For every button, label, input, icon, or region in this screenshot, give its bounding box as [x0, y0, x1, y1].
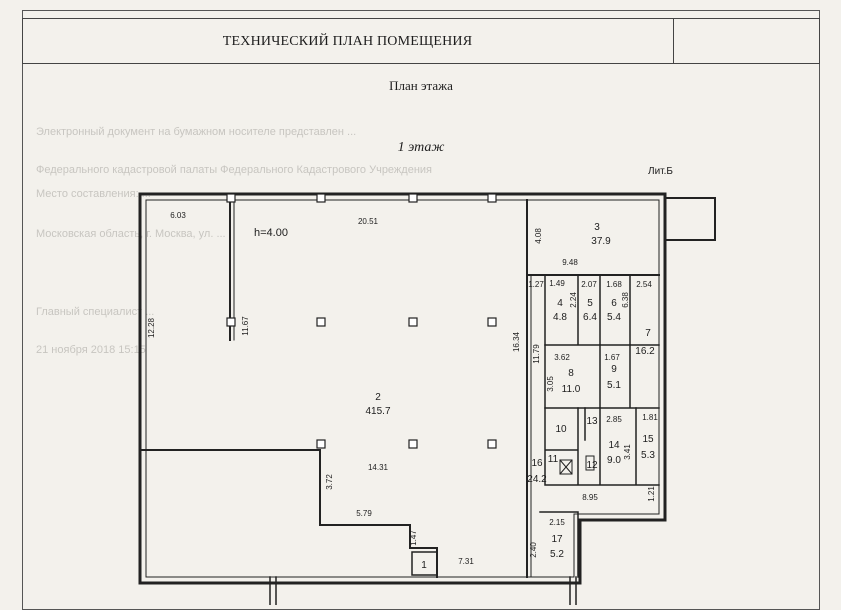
dimension-label: 2.15	[549, 518, 565, 527]
cell-walls-row3	[544, 407, 660, 486]
annex-wall	[664, 197, 716, 241]
dimension-label: 12.28	[147, 317, 156, 338]
dimension-label: 16.34	[512, 331, 521, 352]
dimension-label: 3.72	[325, 474, 334, 490]
room-7-area: 16.2	[635, 346, 655, 357]
dimension-label: 2.24	[569, 292, 578, 308]
room-14-number: 14	[608, 440, 620, 451]
column	[487, 317, 497, 327]
room-2-number: 2	[375, 392, 381, 403]
dimension-label: 3.62	[554, 353, 570, 362]
room-8-number: 8	[568, 368, 574, 379]
dimension-label: 8.95	[582, 493, 598, 502]
dimension-label: 2.07	[581, 280, 597, 289]
room-14-area: 9.0	[607, 455, 621, 466]
dimension-label: 3.05	[546, 376, 555, 392]
room-17-number: 17	[551, 534, 563, 545]
room-4-area: 4.8	[553, 312, 567, 323]
column	[487, 193, 497, 203]
room-3-area: 37.9	[591, 236, 611, 247]
dimension-label: 5.79	[356, 509, 372, 518]
dimension-label: 3.41	[623, 444, 632, 460]
room17-wall	[539, 511, 579, 578]
dimension-label: 1.21	[647, 486, 656, 502]
dimension-label: 1.49	[549, 279, 565, 288]
column	[316, 439, 326, 449]
ceiling-height-label: h=4.00	[254, 227, 288, 239]
dimension-label: 2.85	[606, 415, 622, 424]
column	[226, 193, 236, 203]
room-9-area: 5.1	[607, 380, 621, 391]
column	[316, 193, 326, 203]
room-16-number: 16	[531, 458, 543, 469]
dimension-label: 14.31	[368, 463, 389, 472]
watermark-line-2: Федерального кадастровой палаты Федераль…	[36, 164, 432, 176]
watermark-line-4: Московская область, г. Москва, ул. ...	[36, 228, 226, 240]
cell-walls-row1	[544, 274, 660, 346]
title-frame	[22, 18, 820, 64]
title-frame-divider	[673, 18, 674, 64]
column	[408, 193, 418, 203]
dimension-label: 7.31	[458, 557, 474, 566]
floor-label: 1 этаж	[397, 140, 445, 155]
room-17-area: 5.2	[550, 549, 564, 560]
watermark-line-1: Электронный документ на бумажном носител…	[36, 126, 357, 138]
column	[408, 317, 418, 327]
column	[487, 439, 497, 449]
fixture-cross	[559, 459, 573, 475]
room-5-number: 5	[587, 298, 593, 309]
column	[316, 317, 326, 327]
watermark-line-6: 21 ноября 2018 15:15	[36, 344, 146, 356]
watermark-line-3: Место составления: ...	[36, 188, 151, 200]
room-8-area: 11.0	[562, 384, 581, 395]
dimension-label: 11.67	[241, 316, 250, 336]
dimension-label: 9.48	[562, 258, 578, 267]
dimension-label: 2.54	[636, 280, 652, 289]
column	[408, 439, 418, 449]
dimension-label: 11.79	[532, 344, 541, 364]
cell-walls-row2	[544, 344, 660, 409]
room-10-number: 10	[555, 424, 567, 435]
entrance-right	[569, 576, 577, 605]
fixture-box-2	[585, 455, 595, 471]
section-title: План этажа	[389, 78, 453, 93]
dimension-label: 4.08	[534, 228, 543, 244]
dimension-label: 1.67	[604, 353, 620, 362]
room-1-number: 1	[421, 560, 427, 571]
room-6-number: 6	[611, 298, 617, 309]
dimension-label: 1.47	[409, 530, 418, 546]
room-13-number: 13	[586, 416, 598, 427]
room-15-number: 15	[642, 434, 654, 445]
room-2-area: 415.7	[365, 406, 390, 417]
fixture-box	[559, 459, 573, 475]
room-9-number: 9	[611, 364, 617, 375]
room-11-number: 11	[548, 454, 559, 465]
room-3-number: 3	[594, 222, 600, 233]
dimension-label: 1.81	[642, 413, 658, 422]
room-15-area: 5.3	[641, 450, 655, 461]
room-4-number: 4	[557, 298, 563, 309]
document-title: ТЕХНИЧЕСКИЙ ПЛАН ПОМЕЩЕНИЯ	[222, 34, 473, 49]
outer-wall-inner	[145, 199, 660, 578]
dimension-label: 2.40	[529, 542, 538, 558]
dimension-label: 20.51	[358, 217, 379, 226]
room-5-area: 6.4	[583, 312, 597, 323]
room-7-number: 7	[645, 328, 651, 339]
room-12-number: 12	[586, 460, 598, 471]
dimension-label: 1.68	[606, 280, 622, 289]
outer-wall	[138, 192, 667, 585]
watermark-line-5: Главный специалист ...	[36, 306, 155, 318]
room1-wall	[411, 551, 438, 576]
hall-step-wall	[139, 449, 438, 578]
dimension-label: 1.27	[528, 280, 544, 289]
dimension-label: 6.38	[621, 292, 630, 308]
room-6-area: 5.4	[607, 312, 621, 323]
entrance-left	[269, 576, 277, 605]
dimension-label: 6.03	[170, 211, 186, 220]
column	[226, 317, 236, 327]
plan-literal-label: Лит.Б	[648, 166, 673, 177]
room-16-area: 24.2	[527, 474, 547, 485]
